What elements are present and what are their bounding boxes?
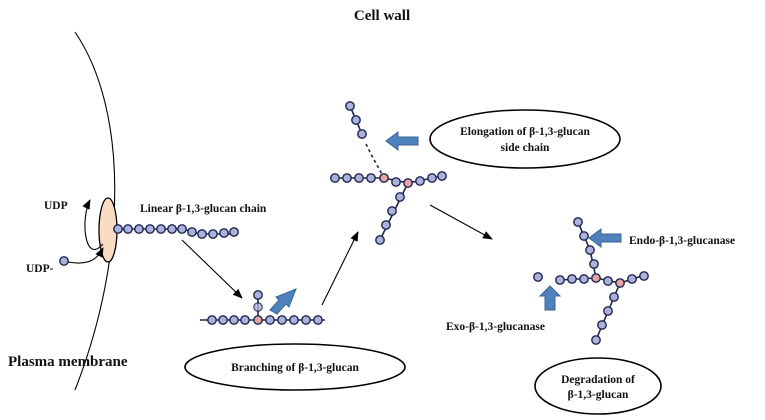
degradation-label-line2: β-1,3-glucan	[568, 389, 629, 401]
elongation-enzyme-arrow	[385, 131, 419, 151]
cell-wall-title: Cell wall	[354, 8, 410, 24]
exo-glucanase-label: Exo-β-1,3-glucanase	[446, 321, 545, 333]
endo-glucanase-label: Endo-β-1,3-glucanase	[629, 235, 735, 247]
degradation-ellipse	[534, 357, 662, 415]
arrow-to-degradation	[429, 204, 493, 240]
degradation-label-line1: Degradation of	[561, 374, 635, 386]
arrow-to-branching	[181, 239, 243, 299]
plasma-membrane-label: Plasma membrane	[8, 354, 128, 370]
udp-glucose-uptake-arrow	[67, 247, 104, 264]
branching-label: Branching of β-1,3-glucan	[231, 362, 359, 374]
branching-enzyme-arrow	[269, 288, 297, 315]
udp-glucose-label: UDP-	[26, 263, 54, 275]
linear-chain-label: Linear β-1,3-glucan chain	[140, 203, 267, 215]
exo-glucanase-arrow	[538, 285, 562, 311]
branching-ellipse	[184, 343, 406, 391]
arrow-to-elongation	[321, 231, 359, 306]
branched-glucan-chain	[200, 290, 325, 325]
elongation-ellipse	[429, 109, 621, 169]
degraded-glucan-structure	[533, 217, 649, 345]
udp-label: UDP	[44, 200, 68, 212]
linear-glucan-chain	[113, 224, 239, 239]
elongation-label-line2: side chain	[501, 142, 550, 154]
elongation-label-line1: Elongation of β-1,3-glucan	[460, 126, 590, 138]
plasma-membrane-curve	[74, 31, 116, 391]
elongated-glucan-structure	[330, 101, 447, 245]
endo-glucanase-arrow	[588, 228, 622, 248]
udp-glucose-unit	[59, 256, 69, 266]
